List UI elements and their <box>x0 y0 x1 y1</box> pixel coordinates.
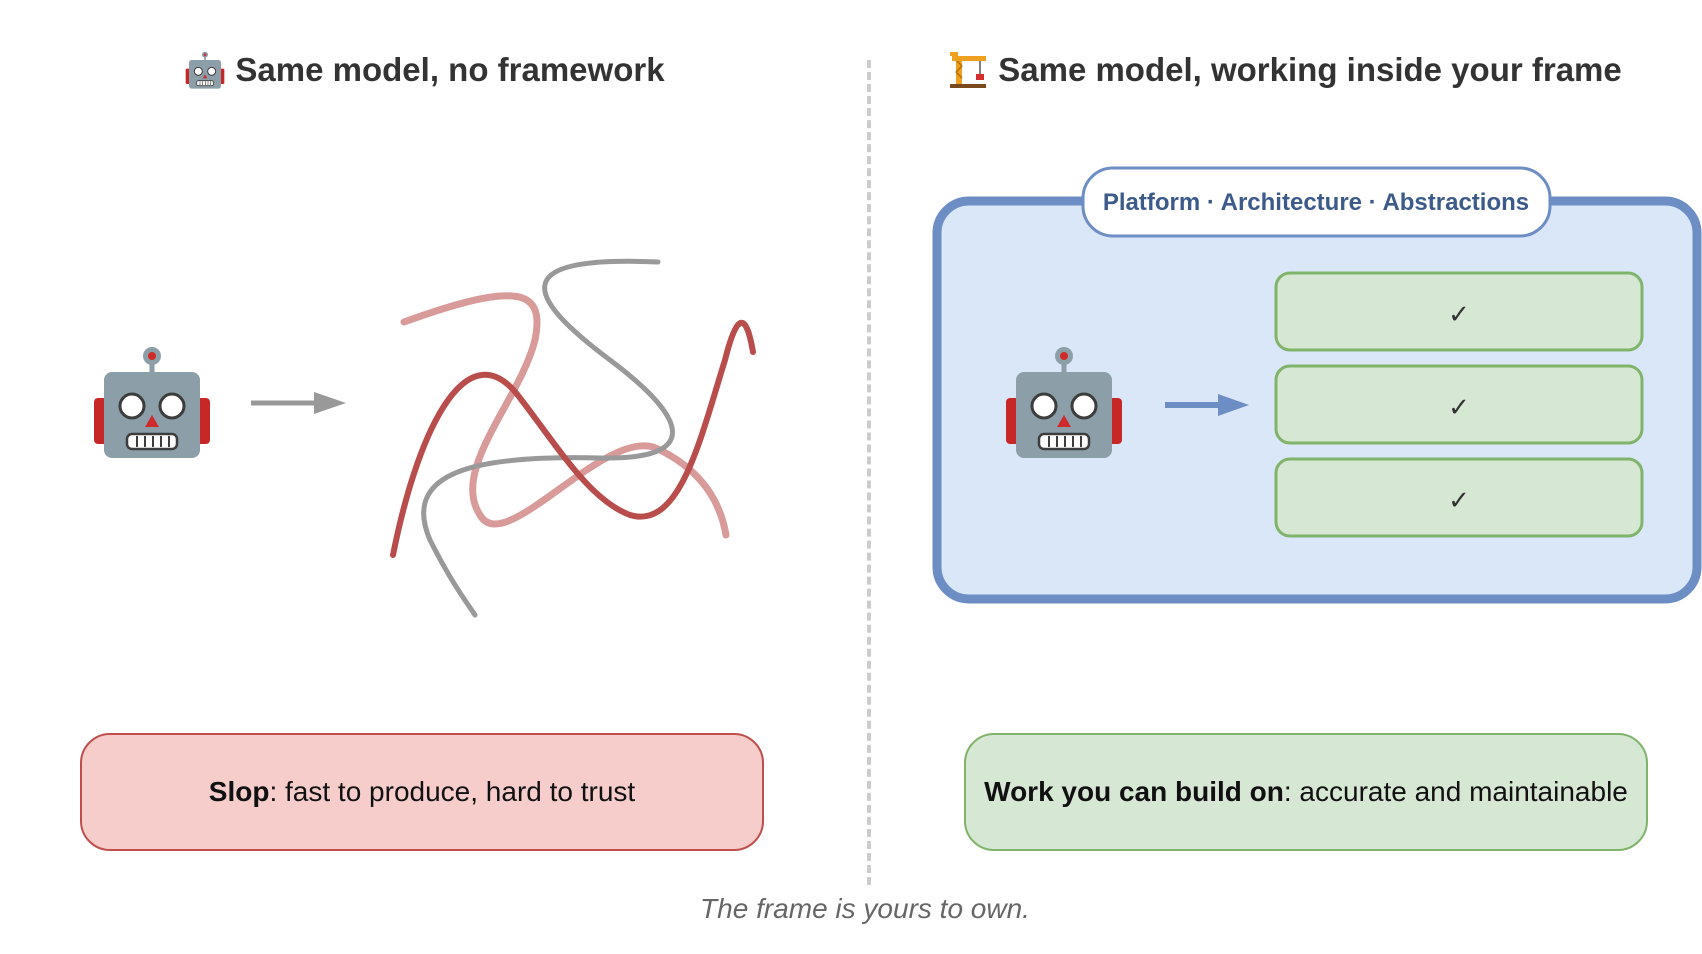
output-box <box>1274 364 1644 445</box>
right-panel-title-text: Same model, working inside your frame <box>998 51 1622 88</box>
robot-icon <box>94 347 210 458</box>
check-icon: ✓ <box>1448 486 1470 516</box>
build-caption: Work you can build on: accurate and main… <box>984 776 1628 808</box>
platform-frame-label-pill <box>1081 166 1552 238</box>
build-caption-rest: : accurate and maintainable <box>1283 776 1628 807</box>
tangle-line-pink <box>400 292 730 539</box>
tangle-line-dark-red <box>390 319 756 558</box>
robot-icon <box>185 50 226 90</box>
left-panel-title: Same model, no framework <box>60 46 790 94</box>
check-icon: ✓ <box>1448 393 1470 423</box>
output-box <box>1274 271 1644 352</box>
build-caption-bold: Work you can build on <box>984 776 1284 807</box>
slop-caption-rest: : fast to produce, hard to trust <box>269 776 636 807</box>
tangled-output <box>390 258 756 618</box>
output-stack: ✓ ✓ ✓ <box>1274 271 1644 538</box>
right-panel-title: Same model, working inside your frame <box>900 46 1670 94</box>
slop-caption-box: Slop: fast to produce, hard to trust <box>80 733 764 851</box>
build-caption-box: Work you can build on: accurate and main… <box>964 733 1648 851</box>
arrow-right-icon <box>251 392 346 414</box>
tangle-line-gray-1 <box>421 258 675 618</box>
platform-frame-label: Platform · Architecture · Abstractions <box>1103 189 1529 216</box>
arrow-right-icon <box>1165 394 1249 416</box>
slop-caption-bold: Slop <box>208 776 270 807</box>
output-box <box>1274 457 1644 538</box>
check-icon: ✓ <box>1448 300 1470 330</box>
construction-crane-icon <box>950 52 987 88</box>
slop-caption: Slop: fast to produce, hard to trust <box>209 776 635 808</box>
panel-divider <box>867 60 871 885</box>
left-panel-title-text: Same model, no framework <box>235 51 665 88</box>
footer-tagline: The frame is yours to own. <box>700 893 1030 924</box>
